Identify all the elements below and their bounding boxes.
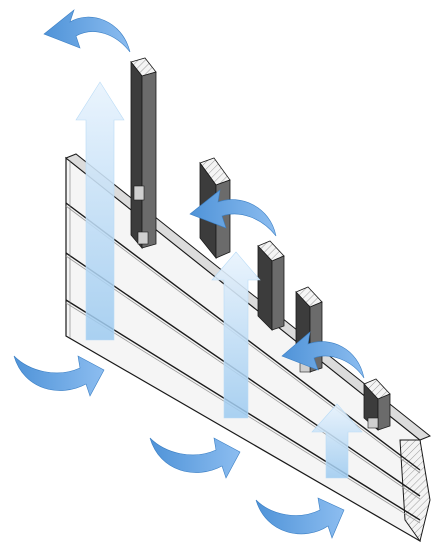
batten-tall bbox=[131, 58, 156, 248]
intake-arrow-icon bbox=[14, 356, 104, 396]
exhaust-arrow-icon bbox=[44, 10, 130, 52]
batten-short bbox=[364, 379, 390, 430]
batten-mid bbox=[258, 241, 284, 330]
intake-arrow-icon bbox=[150, 438, 240, 478]
intake-arrow-icon bbox=[256, 498, 344, 538]
